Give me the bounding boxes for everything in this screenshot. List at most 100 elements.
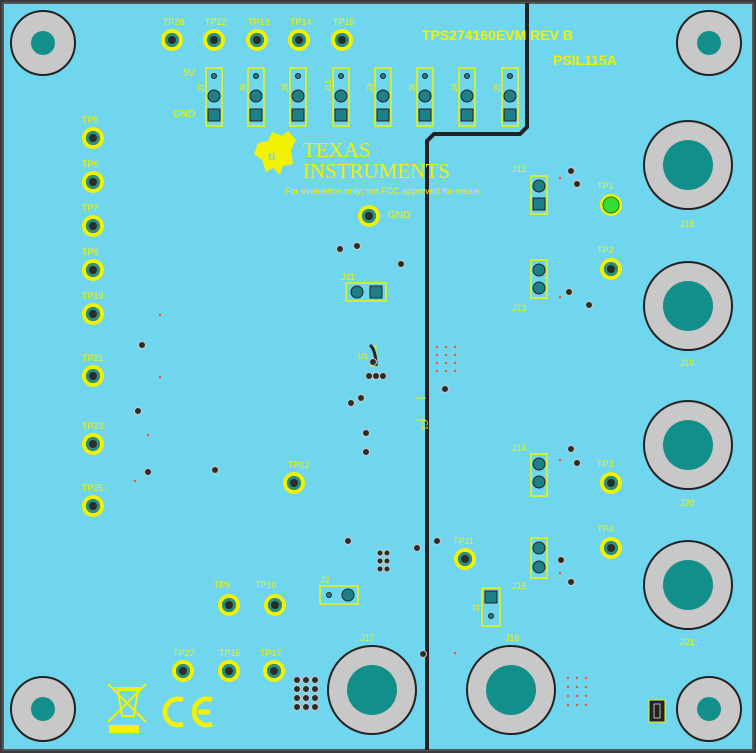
label-j9: J9 — [281, 83, 290, 92]
label-tp1: TP1 — [597, 181, 614, 191]
label-j12: J12 — [512, 164, 527, 174]
label-tp15: TP15 — [333, 17, 355, 27]
testpoint-tp4 — [600, 537, 622, 559]
via — [369, 358, 377, 366]
label-j2: J2 — [320, 575, 330, 585]
led-tp1 — [602, 196, 620, 214]
board-title: TPS274160EVM REV B — [422, 27, 573, 43]
label-tp3: TP3 — [597, 459, 614, 469]
testpoint-tp8 — [82, 259, 104, 281]
testpoint-tp16 — [218, 660, 240, 682]
label-j18: J18 — [680, 219, 695, 229]
label-tp13: TP13 — [248, 17, 270, 27]
label-j11: J11 — [341, 272, 355, 282]
label-j7: J7 — [197, 83, 206, 92]
via — [441, 385, 449, 393]
testpoint-tp14 — [288, 29, 310, 51]
label-tp4: TP4 — [597, 524, 614, 534]
label-tp8: TP8 — [82, 247, 99, 257]
testpoint-tp5 — [82, 127, 104, 149]
via — [347, 399, 355, 407]
jumper-j1-pins — [481, 587, 501, 627]
brand-line2: INSTRUMENTS — [303, 159, 451, 183]
ce-mark-icon — [162, 696, 213, 728]
label-j20: J20 — [680, 498, 695, 508]
label-c1: C1 — [420, 420, 429, 431]
label-j3: J3 — [366, 83, 375, 92]
testpoint-tp3 — [600, 472, 622, 494]
testpoint-tp13 — [246, 29, 268, 51]
label-tp9: TP9 — [214, 580, 231, 590]
label-tp2: TP2 — [597, 245, 614, 255]
via — [585, 301, 593, 309]
label-j16: J16 — [505, 633, 520, 643]
label-tp27: TP27 — [173, 648, 195, 658]
label-j8: J8 — [239, 83, 248, 92]
mounting-hole-top-left — [10, 10, 76, 76]
disclaimer-text: For evaluation only; not FCC approved fo… — [285, 186, 483, 196]
label-tp14: TP14 — [290, 17, 312, 27]
label-j1: J1 — [472, 603, 481, 612]
testpoint-tp11 — [454, 548, 476, 570]
testpoint-tp28 — [161, 29, 183, 51]
connector-j17 — [327, 645, 417, 735]
label-j4: J4 — [450, 83, 459, 92]
testpoint-tp9 — [218, 594, 240, 616]
svg-text:ti: ti — [268, 149, 276, 163]
board-code: PSIL115A — [553, 52, 617, 68]
jumper-j11-pins — [345, 282, 387, 302]
jumper-j2-pins — [319, 585, 359, 605]
testpoint-tp22 — [283, 472, 305, 494]
label-tp25: TP25 — [82, 483, 104, 493]
label-tp23: TP23 — [82, 421, 104, 431]
label-tp5: TP5 — [82, 115, 99, 125]
testpoint-tp23 — [82, 433, 104, 455]
jumper-header-pins — [207, 73, 517, 122]
chip-icon — [648, 699, 666, 723]
via — [353, 242, 361, 250]
testpoint-tp21 — [82, 365, 104, 387]
via — [413, 544, 421, 552]
label-tp10: TP10 — [255, 580, 277, 590]
testpoint-tp2 — [600, 258, 622, 280]
via — [573, 180, 581, 188]
testpoint-tp17 — [263, 660, 285, 682]
testpoint-tp27 — [172, 660, 194, 682]
connector-j18 — [643, 120, 733, 210]
via — [419, 650, 427, 658]
via — [138, 341, 146, 349]
via — [336, 245, 344, 253]
weee-recycle-icon — [107, 683, 147, 733]
connector-j16 — [466, 645, 556, 735]
jumper-header-row — [205, 67, 519, 127]
via — [211, 466, 219, 474]
via — [567, 167, 575, 175]
label-u1: U1 — [358, 352, 369, 361]
label-j13: J13 — [512, 303, 527, 313]
testpoint-tp12 — [203, 29, 225, 51]
label-j15: J15 — [512, 581, 527, 591]
connector-j19 — [643, 261, 733, 351]
label-tp17: TP17 — [260, 648, 282, 658]
ti-logo-icon: ti — [254, 131, 296, 175]
label-tp28: TP28 — [163, 17, 185, 27]
testpoint-tp15 — [331, 29, 353, 51]
gnd-row-label: GND — [173, 109, 196, 120]
brand-line1: TEXAS — [303, 138, 371, 162]
connector-j21 — [643, 540, 733, 630]
label-tp11: TP11 — [453, 536, 474, 546]
label-tp16: TP16 — [219, 648, 241, 658]
label-j21: J21 — [680, 637, 695, 647]
thermal-via-array — [133, 176, 588, 707]
label-j10: J10 — [324, 79, 333, 92]
label-j5: J5 — [493, 83, 502, 92]
testpoint-tp6 — [82, 171, 104, 193]
via — [379, 372, 387, 380]
via — [567, 445, 575, 453]
label-j14: J14 — [512, 443, 527, 453]
testpoint-gnd — [358, 205, 380, 227]
label-tp7: TP7 — [82, 203, 99, 213]
via — [433, 537, 441, 545]
testpoint-tp7 — [82, 215, 104, 237]
